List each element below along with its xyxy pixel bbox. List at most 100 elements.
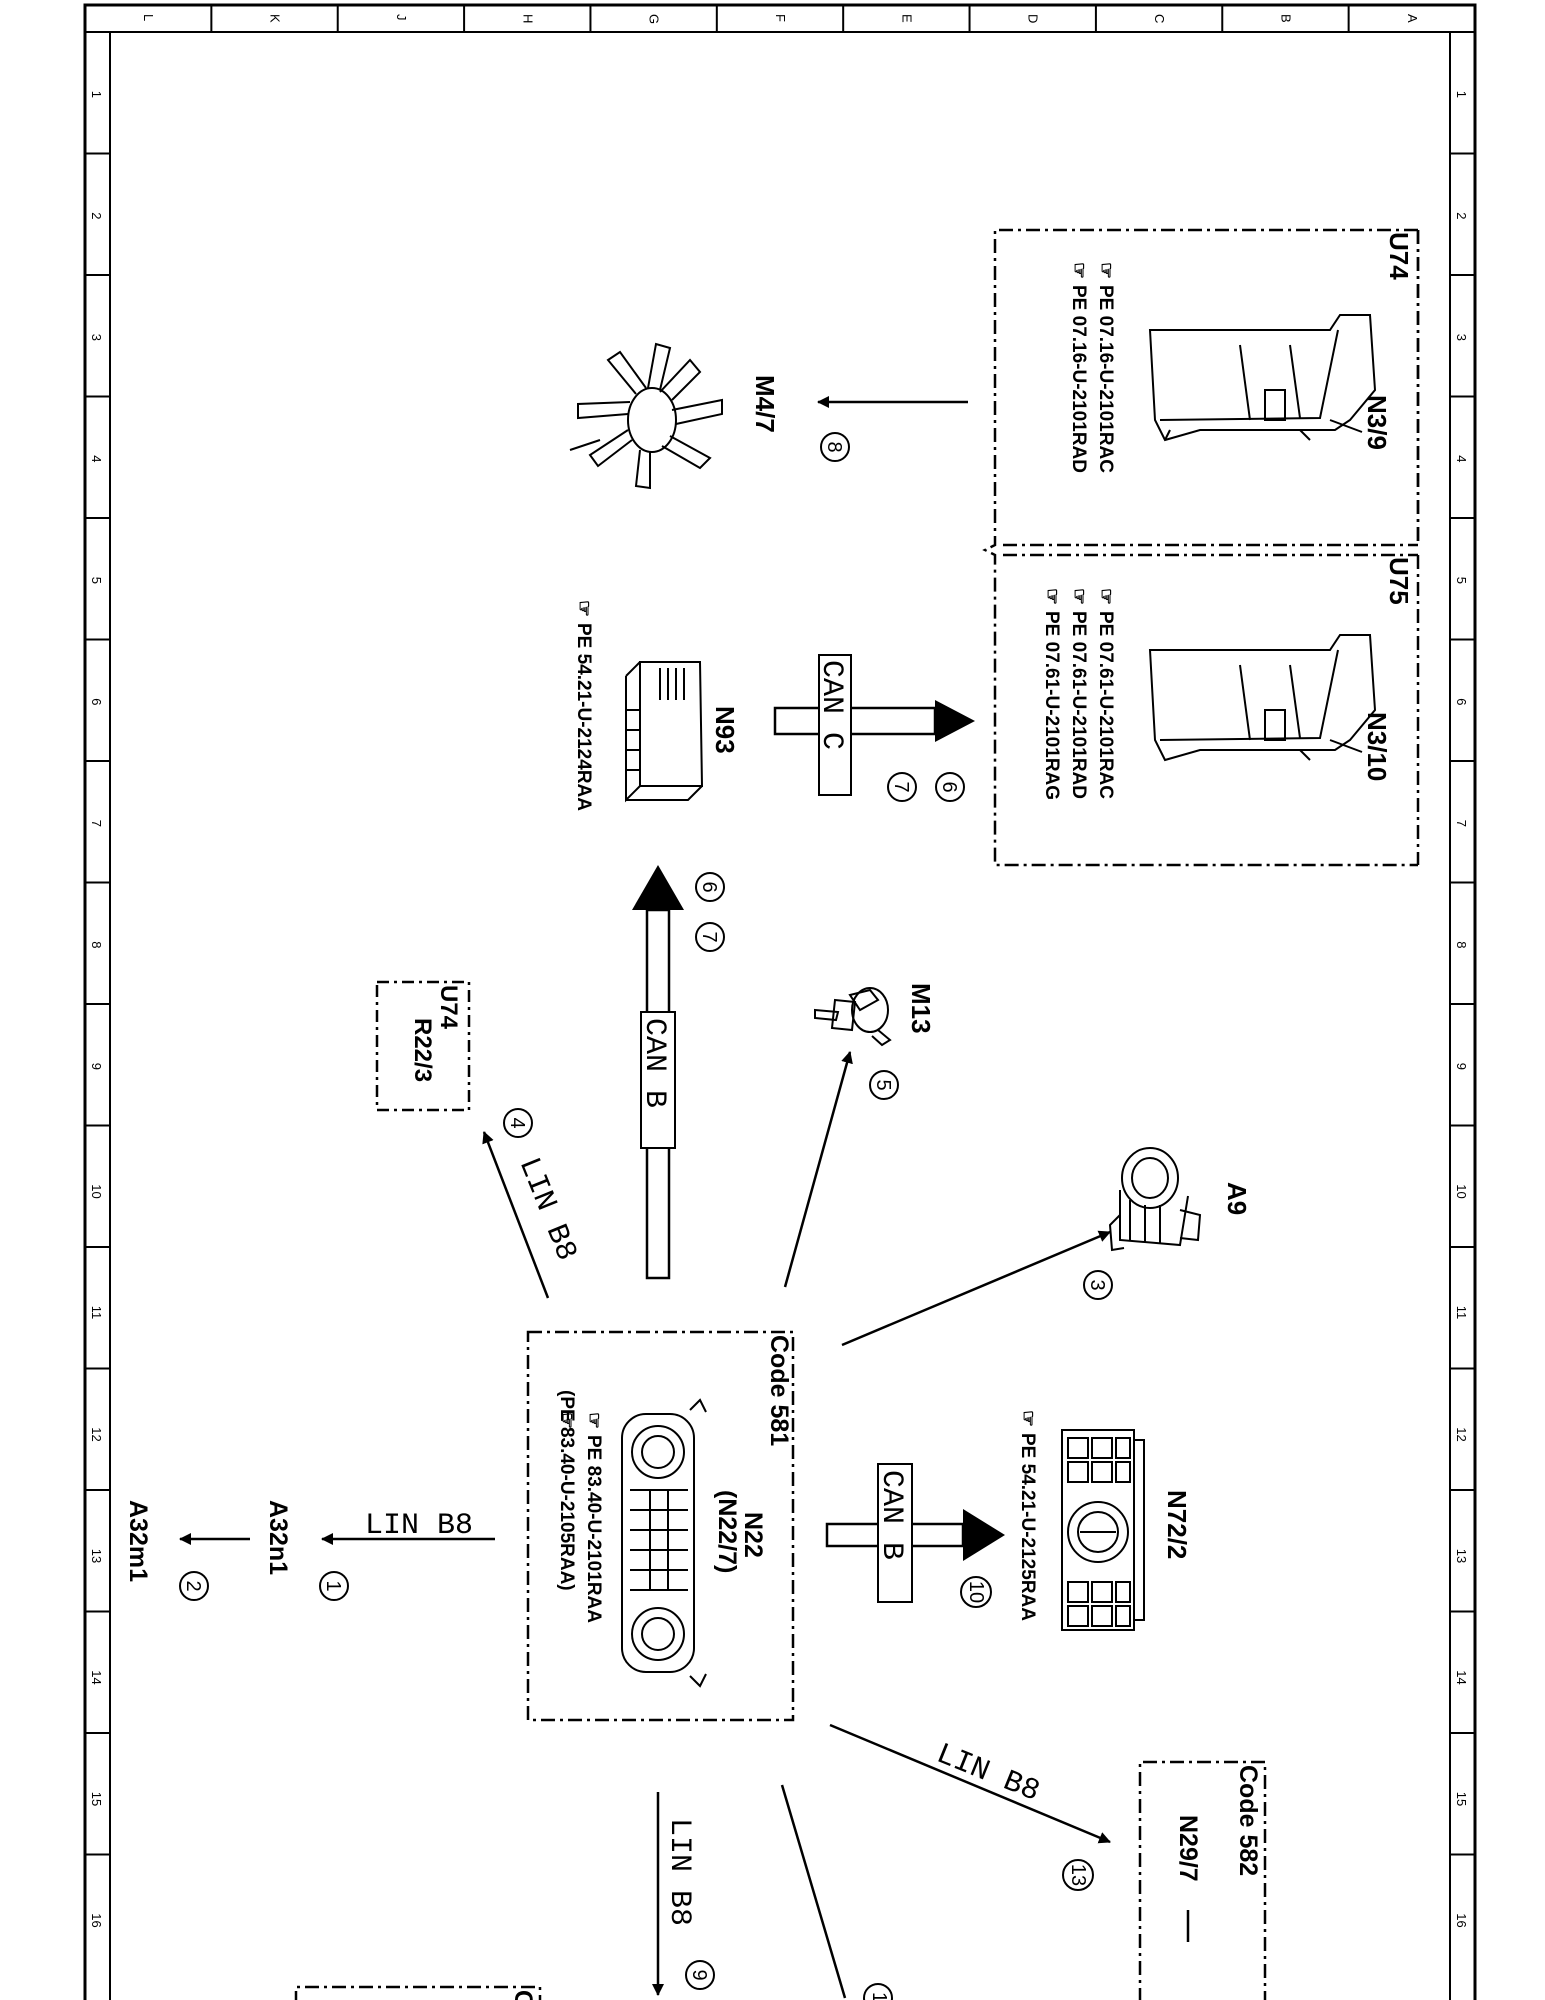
n22-control-unit: Code 581 N22 (N22/7) ☞ PE 83.40-U-2101RA… <box>526 1330 795 1722</box>
column-label: G <box>647 14 662 24</box>
m4-7-label: M4/7 <box>750 375 780 433</box>
svg-text:13: 13 <box>1067 1864 1089 1886</box>
row-label: 11 <box>1454 1306 1469 1320</box>
book-icon: ☞ <box>583 1412 604 1429</box>
row-label: 10 <box>89 1184 104 1198</box>
n93-module: N93 ☞ PE 54.21-U-2124RAA <box>573 600 740 811</box>
callout-10: 10 <box>960 1576 992 1608</box>
m4-7-fan: 8 M4/7 <box>569 342 968 490</box>
r22-3-box: U74 R22/3 LIN B8 4 <box>375 980 583 1299</box>
row-label: 2 <box>89 212 104 219</box>
n22-code-label: Code 581 <box>765 1335 793 1446</box>
row-label: 11 <box>89 1306 104 1320</box>
row-label: 6 <box>89 698 104 705</box>
callout-9: 9 <box>685 1960 715 1990</box>
svg-text:2: 2 <box>182 1580 204 1591</box>
svg-text:9: 9 <box>688 1969 710 1980</box>
a9-label: A9 <box>1222 1182 1252 1215</box>
callout-13: 13 <box>1062 1859 1094 1891</box>
book-icon: ☞ <box>1017 1410 1038 1427</box>
callout-3: 3 <box>1083 1270 1113 1300</box>
svg-text:3: 3 <box>1086 1279 1108 1290</box>
a32m1-label: A32m1 <box>124 1500 152 1582</box>
column-label: D <box>1026 14 1041 23</box>
lin-b8-u74-label: LIN B8 <box>511 1153 583 1266</box>
svg-text:6: 6 <box>698 881 720 892</box>
pump-icon <box>814 987 892 1047</box>
callout-6: 6 <box>935 772 965 802</box>
row-label: 4 <box>1454 455 1469 462</box>
n3-10-refs: ☞ PE 07.61-U-2101RAC ☞ PE 07.61-U-2101RA… <box>1041 588 1116 800</box>
column-label: C <box>1152 14 1167 23</box>
n22-alt-label: (N22/7) <box>713 1490 741 1573</box>
row-label: 2 <box>1454 212 1469 219</box>
row-label: 1 <box>1454 91 1469 98</box>
row-label: 16 <box>89 1913 104 1927</box>
row-label: 1 <box>89 91 104 98</box>
can-b-top-label: CAN B <box>637 1018 671 1108</box>
lin-b8-down-label: LIN B8 <box>662 1818 696 1926</box>
a9-component: A9 3 <box>841 1147 1252 1347</box>
m13-label: M13 <box>906 983 936 1034</box>
bottom-lin-bus: LIN B8 9 1 Co <box>294 1784 893 2000</box>
row-label: 16 <box>1454 1913 1469 1927</box>
book-icon: ☞ <box>1095 588 1116 605</box>
can-c-label: CAN C <box>814 660 848 750</box>
can-b-horizontal-bus: CAN B 10 <box>825 1463 1005 1608</box>
column-label: H <box>520 14 535 23</box>
callout-7: 7 <box>887 772 917 802</box>
row-label: 7 <box>89 820 104 827</box>
column-label: J <box>394 14 409 21</box>
column-label: A <box>1405 14 1420 23</box>
n3-9-ref-1: PE 07.16-U-2101RAC <box>1095 285 1116 473</box>
row-label: 15 <box>89 1792 104 1806</box>
row-label: 8 <box>89 941 104 948</box>
module-icon <box>625 661 704 803</box>
callout-5: 5 <box>869 1070 899 1100</box>
svg-text:6: 6 <box>938 781 960 792</box>
m13-component: M13 5 <box>783 983 936 1288</box>
row-label: 3 <box>89 334 104 341</box>
book-icon: ☞ <box>1095 262 1116 279</box>
column-label: K <box>268 14 283 23</box>
svg-text:1: 1 <box>322 1580 344 1591</box>
row-label: 7 <box>1454 820 1469 827</box>
n3-10-ref-1: PE 07.61-U-2101RAC <box>1095 611 1116 799</box>
climate-panel-icon <box>621 1398 707 1688</box>
row-label: 6 <box>1454 698 1469 705</box>
n22-ref-2: (PE 83.40-U-2105RAA) <box>556 1390 577 1591</box>
ecu-n3-9-icon <box>1148 314 1377 442</box>
row-label: 3 <box>1454 334 1469 341</box>
n3-10-label: N3/10 <box>1362 712 1392 781</box>
svg-text:8: 8 <box>823 441 845 452</box>
book-icon: ☞ <box>1041 588 1062 605</box>
row-label: 5 <box>89 577 104 584</box>
callout-8: 8 <box>820 432 850 462</box>
n22-ref-1: PE 83.40-U-2101RAA <box>583 1435 604 1623</box>
column-label: E <box>899 14 914 23</box>
ecu-n3-10-icon <box>1148 634 1377 762</box>
callout-4: 4 <box>503 1108 533 1138</box>
u74-small-label: U74 <box>435 985 462 1030</box>
n3-10-ref-3: PE 07.61-U-2101RAG <box>1041 611 1062 800</box>
can-b-vertical-bus: CAN B 6 7 <box>632 865 725 1280</box>
row-label: 12 <box>1454 1427 1469 1441</box>
book-icon: ☞ <box>573 600 594 617</box>
book-icon: ☞ <box>556 1412 577 1429</box>
row-label: 8 <box>1454 941 1469 948</box>
u75-group-label: U75 <box>1384 557 1414 605</box>
u74-group-label: U74 <box>1384 232 1414 280</box>
lin-b8-n29-label: LIN B8 <box>931 1738 1044 1810</box>
u75-group: U75 N3/10 ☞ PE 07.61-U-2101RAC ☞ PE 07.6… <box>1003 553 1420 865</box>
row-label: 14 <box>89 1670 104 1684</box>
svg-text:7: 7 <box>890 781 912 792</box>
svg-text:10: 10 <box>965 1581 987 1603</box>
svg-text:7: 7 <box>698 931 720 942</box>
row-label: 4 <box>89 455 104 462</box>
row-label: 15 <box>1454 1792 1469 1806</box>
n22-label: N22 <box>739 1512 767 1558</box>
